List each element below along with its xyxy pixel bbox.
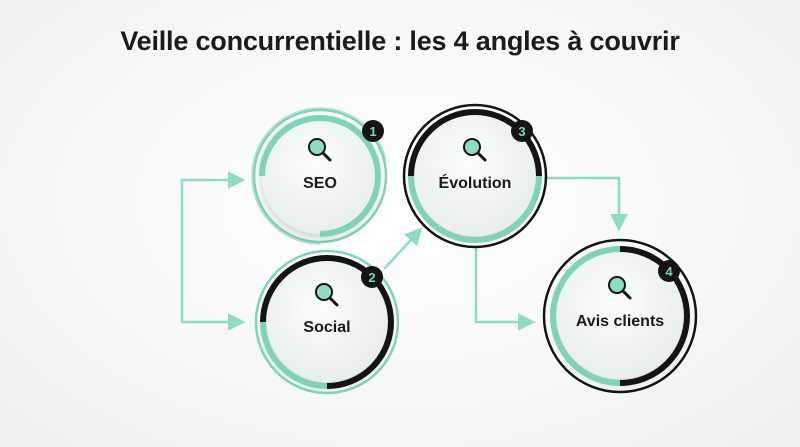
node-avis-clients[interactable]: Avis clients 4 — [542, 238, 698, 394]
magnifier-icon — [463, 138, 487, 162]
edge-evolution-avis-bottom — [474, 246, 536, 331]
magnifier-icon — [315, 283, 339, 307]
node-avis-accent-arc-left — [550, 246, 621, 317]
node-social[interactable]: Social 2 — [254, 249, 400, 395]
node-seo-label: SEO — [303, 175, 337, 192]
node-evolution-outer-ring — [402, 103, 548, 249]
node-seo-trace-ring — [251, 107, 387, 245]
node-evolution-step: 3 — [518, 124, 525, 139]
node-avis-step: 4 — [665, 264, 673, 279]
node-social-step: 2 — [368, 270, 375, 285]
node-evolution[interactable]: Évolution 3 — [402, 103, 548, 249]
edge-start-seo — [180, 171, 246, 257]
node-social-outer-ring — [254, 249, 400, 395]
node-social-label: Social — [303, 319, 350, 336]
node-evolution-badge — [511, 120, 533, 142]
node-evolution-label: Évolution — [439, 173, 512, 192]
node-social-dark-arc-bottom — [326, 321, 394, 389]
node-avis-label: Avis clients — [576, 313, 664, 330]
edge-evolution-avis-top — [546, 176, 628, 232]
node-avis-badge — [658, 260, 680, 282]
edge-start-social — [180, 253, 246, 331]
node-avis-accent-arc-bottom — [550, 315, 621, 386]
node-evolution-accent-arc — [408, 175, 542, 243]
node-seo-step: 1 — [369, 124, 376, 139]
node-seo[interactable]: SEO 1 — [251, 107, 388, 245]
node-seo-disc — [262, 118, 378, 234]
node-social-dark-arc — [260, 255, 394, 323]
node-seo-badge — [362, 120, 384, 142]
node-evolution-dark-arc — [408, 109, 542, 177]
node-social-disc — [267, 262, 387, 382]
node-avis-dark-arc-right — [619, 315, 690, 386]
page-title: Veille concurrentielle : les 4 angles à … — [120, 26, 680, 56]
node-evolution-disc — [415, 116, 535, 236]
node-avis-outer-ring — [542, 238, 698, 394]
node-seo-progress-arc — [259, 115, 381, 237]
magnifier-icon — [308, 138, 332, 162]
connectors — [180, 171, 628, 331]
node-avis-disc — [557, 253, 683, 379]
magnifier-icon — [608, 276, 632, 300]
node-social-badge — [361, 266, 383, 288]
node-seo-outer-ring — [252, 108, 388, 244]
edge-social-evolution — [383, 227, 423, 270]
